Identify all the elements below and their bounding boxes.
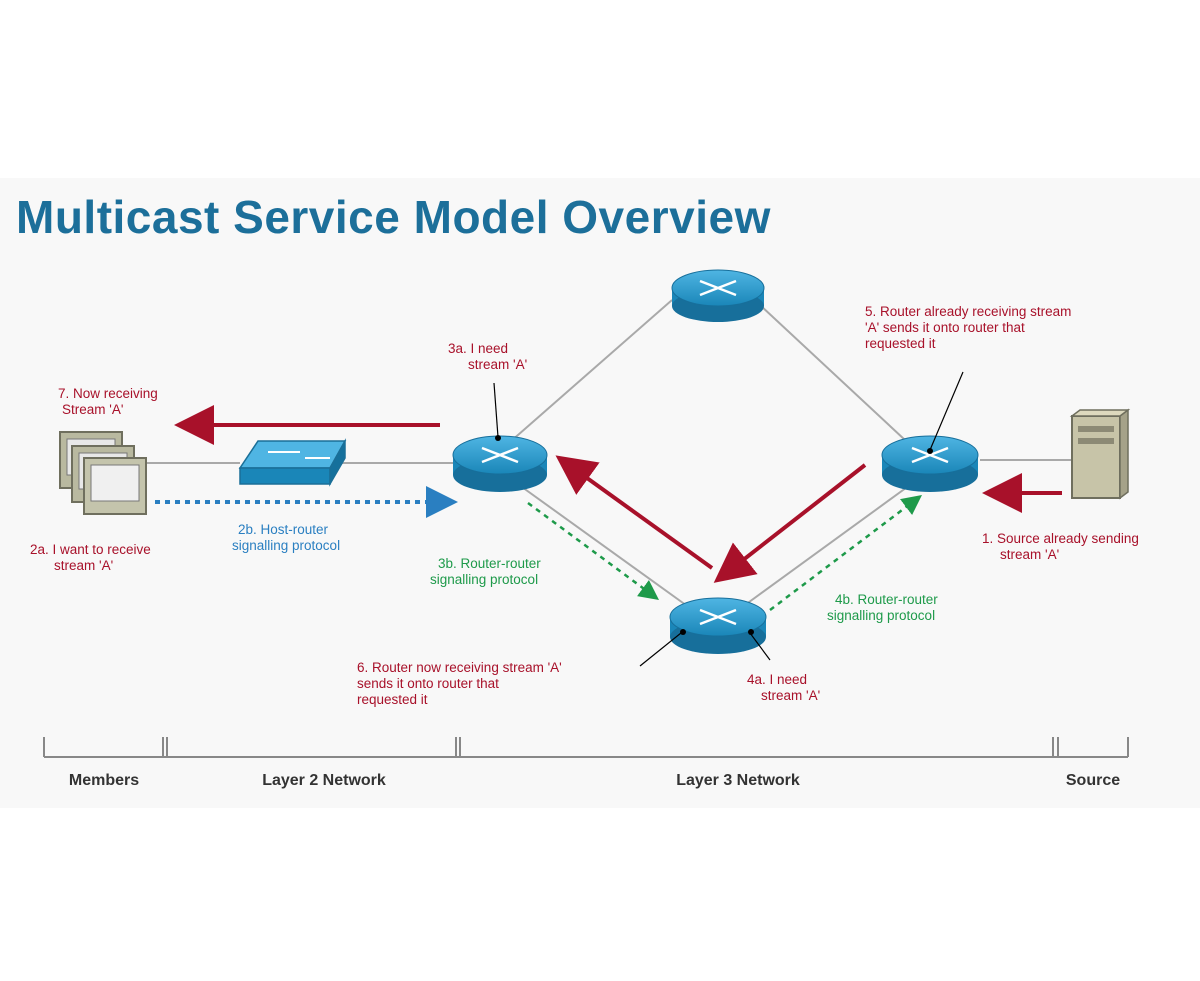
arrow-stream-right-to-bottom bbox=[713, 463, 867, 583]
segment-layer3: Layer 3 Network bbox=[676, 772, 800, 789]
callout-leaders bbox=[493, 371, 964, 667]
label-6-router-now-receiving: 6. Router now receiving stream 'A' sends… bbox=[357, 660, 562, 707]
label-3a-need-stream: 3a. I need stream 'A' bbox=[448, 341, 528, 372]
arrow-stream-bottom-to-left bbox=[555, 455, 714, 570]
segment-source: Source bbox=[1065, 772, 1121, 789]
link-router-top-right bbox=[759, 304, 906, 441]
label-2b-host-router: 2b. Host-router signalling protocol bbox=[232, 522, 341, 553]
stream-arrows bbox=[174, 405, 1062, 583]
arrow-signal-left-to-bottom bbox=[527, 501, 660, 600]
router-bottom-icon bbox=[669, 597, 767, 654]
label-7-now-receiving: 7. Now receiving Stream 'A' bbox=[58, 386, 158, 417]
label-4a-need-stream: 4a. I need stream 'A' bbox=[747, 672, 821, 703]
callout-dots bbox=[495, 435, 933, 635]
network-links bbox=[140, 299, 1072, 609]
segment-members: Members bbox=[68, 772, 140, 789]
arrow-signal-bottom-to-right bbox=[769, 494, 922, 611]
source-server-icon bbox=[1069, 408, 1131, 500]
members-computers-icon bbox=[59, 431, 147, 515]
router-router-signal-arrows bbox=[527, 494, 922, 611]
segment-brackets bbox=[43, 737, 1129, 758]
link-router-bottom-right bbox=[744, 484, 911, 606]
label-1-source-sending: 1. Source already sending stream 'A' bbox=[982, 531, 1139, 562]
label-3b-router-router: 3b. Router-router signalling protocol bbox=[430, 556, 541, 587]
page-title: Multicast Service Model Overview bbox=[16, 191, 771, 243]
router-right-icon bbox=[881, 435, 979, 492]
label-4b-router-router: 4b. Router-router signalling protocol bbox=[827, 592, 938, 623]
label-5-router-already-receiving: 5. Router already receiving stream 'A' s… bbox=[865, 304, 1072, 351]
layer2-switch-icon bbox=[238, 438, 347, 487]
router-left-icon bbox=[452, 435, 548, 492]
label-2a-want-to-receive: 2a. I want to receive stream 'A' bbox=[30, 542, 151, 573]
link-router-left-top bbox=[509, 299, 673, 443]
segment-layer2: Layer 2 Network bbox=[262, 772, 386, 789]
router-top-icon bbox=[671, 269, 765, 322]
link-router-left-bottom bbox=[514, 481, 691, 609]
